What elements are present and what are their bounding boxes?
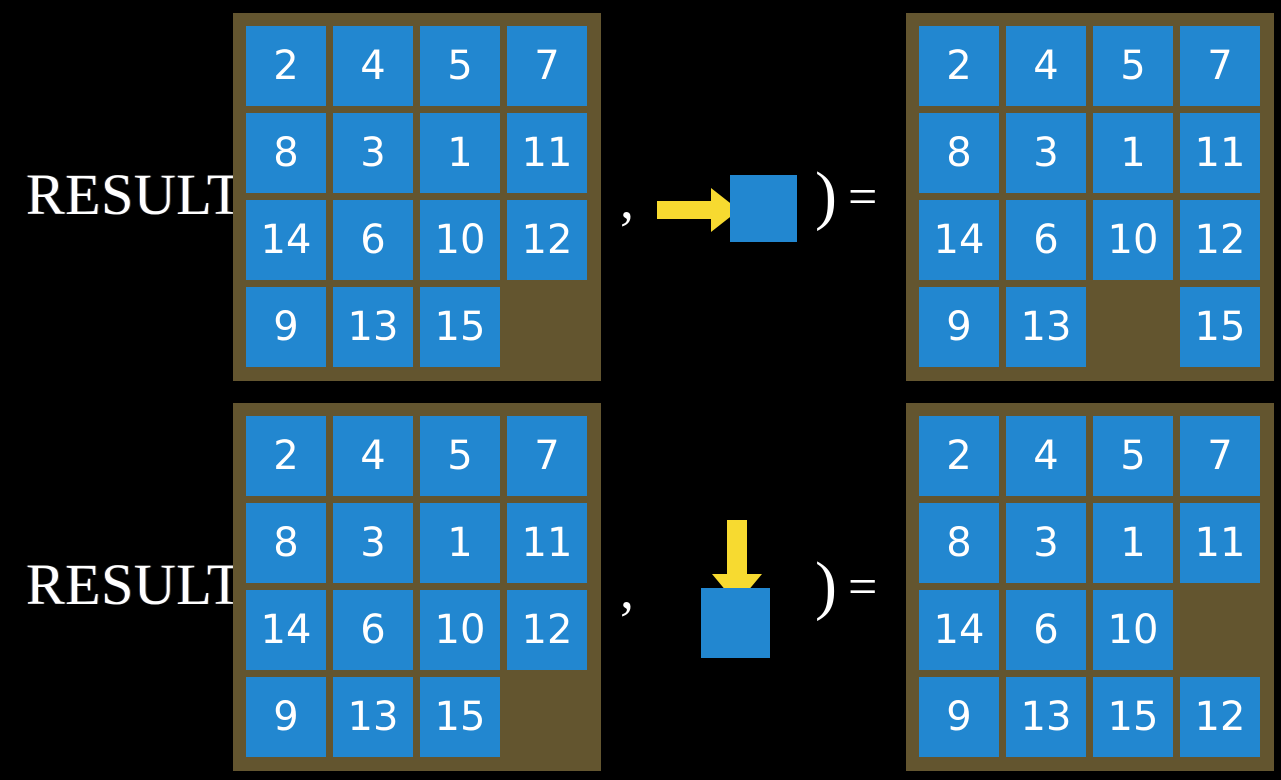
- equals-sign-top: =: [848, 169, 878, 226]
- tile[interactable]: 15: [420, 287, 500, 367]
- result-function-label-bottom: RESULT(: [26, 552, 263, 617]
- tile[interactable]: 10: [1093, 200, 1173, 280]
- tile[interactable]: 6: [1006, 200, 1086, 280]
- tile[interactable]: 10: [420, 200, 500, 280]
- tile[interactable]: 8: [246, 503, 326, 583]
- argument-separator-comma-top: ,: [620, 169, 634, 231]
- tile[interactable]: 14: [246, 200, 326, 280]
- close-paren-top: ): [815, 159, 837, 232]
- tile[interactable]: 4: [333, 416, 413, 496]
- tile[interactable]: 7: [1180, 416, 1260, 496]
- empty-slot[interactable]: [507, 287, 587, 367]
- tile[interactable]: 10: [1093, 590, 1173, 670]
- tile[interactable]: 8: [919, 503, 999, 583]
- input-board-bottom: 2 4 5 7 8 3 1 11 14 6 10 12 9 13 15: [233, 403, 601, 771]
- tile[interactable]: 6: [1006, 590, 1086, 670]
- tile[interactable]: 11: [1180, 113, 1260, 193]
- tile[interactable]: 12: [507, 200, 587, 280]
- tile[interactable]: 2: [246, 416, 326, 496]
- tile[interactable]: 13: [1006, 677, 1086, 757]
- tile[interactable]: 3: [333, 503, 413, 583]
- input-grid-top: 2 4 5 7 8 3 1 11 14 6 10 12 9 13 15: [246, 26, 588, 368]
- tile[interactable]: 11: [507, 113, 587, 193]
- tile[interactable]: 4: [1006, 26, 1086, 106]
- tile[interactable]: 8: [919, 113, 999, 193]
- arrow-down-icon: [712, 520, 762, 604]
- output-grid-top: 2 4 5 7 8 3 1 11 14 6 10 12 9 13 15: [919, 26, 1261, 368]
- tile[interactable]: 9: [919, 677, 999, 757]
- result-equation-row-top: RESULT( 2 4 5 7 8 3 1 11 14 6 10 12 9 13…: [26, 13, 1274, 381]
- tile[interactable]: 4: [333, 26, 413, 106]
- tile[interactable]: 15: [420, 677, 500, 757]
- tile[interactable]: 1: [420, 113, 500, 193]
- input-grid-bottom: 2 4 5 7 8 3 1 11 14 6 10 12 9 13 15: [246, 416, 588, 758]
- tile[interactable]: 5: [420, 26, 500, 106]
- empty-slot[interactable]: [1093, 287, 1173, 367]
- tile[interactable]: 13: [333, 677, 413, 757]
- tile[interactable]: 7: [507, 26, 587, 106]
- tile[interactable]: 12: [507, 590, 587, 670]
- tile[interactable]: 9: [246, 677, 326, 757]
- tile[interactable]: 5: [1093, 416, 1173, 496]
- tile[interactable]: 12: [1180, 200, 1260, 280]
- arrow-right-icon: [657, 188, 739, 232]
- tile[interactable]: 6: [333, 590, 413, 670]
- tile[interactable]: 14: [919, 200, 999, 280]
- tile[interactable]: 2: [919, 26, 999, 106]
- result-equation-row-bottom: RESULT( 2 4 5 7 8 3 1 11 14 6 10 12 9 13…: [0, 390, 1281, 780]
- tile[interactable]: 15: [1180, 287, 1260, 367]
- tile[interactable]: 13: [333, 287, 413, 367]
- output-board-bottom: 2 4 5 7 8 3 1 11 14 6 10 9 13 15 12: [906, 403, 1274, 771]
- tile[interactable]: 10: [420, 590, 500, 670]
- tile[interactable]: 5: [1093, 26, 1173, 106]
- tile[interactable]: 15: [1093, 677, 1173, 757]
- tile[interactable]: 14: [919, 590, 999, 670]
- empty-slot[interactable]: [1180, 590, 1260, 670]
- tile[interactable]: 3: [1006, 113, 1086, 193]
- output-board-top: 2 4 5 7 8 3 1 11 14 6 10 12 9 13 15: [906, 13, 1274, 381]
- tile[interactable]: 2: [919, 416, 999, 496]
- result-function-label-top: RESULT(: [26, 162, 263, 227]
- argument-separator-comma-bottom: ,: [620, 559, 634, 621]
- tile[interactable]: 1: [1093, 113, 1173, 193]
- tile[interactable]: 12: [1180, 677, 1260, 757]
- move-operand-tile-top[interactable]: [730, 175, 797, 242]
- tile[interactable]: 11: [507, 503, 587, 583]
- empty-slot[interactable]: [507, 677, 587, 757]
- tile[interactable]: 1: [420, 503, 500, 583]
- close-paren-bottom: ): [815, 549, 837, 622]
- tile[interactable]: 7: [1180, 26, 1260, 106]
- output-grid-bottom: 2 4 5 7 8 3 1 11 14 6 10 9 13 15 12: [919, 416, 1261, 758]
- tile[interactable]: 1: [1093, 503, 1173, 583]
- tile[interactable]: 8: [246, 113, 326, 193]
- tile[interactable]: 4: [1006, 416, 1086, 496]
- tile[interactable]: 3: [333, 113, 413, 193]
- tile[interactable]: 2: [246, 26, 326, 106]
- equals-sign-bottom: =: [848, 559, 878, 616]
- tile[interactable]: 6: [333, 200, 413, 280]
- tile[interactable]: 7: [507, 416, 587, 496]
- tile[interactable]: 14: [246, 590, 326, 670]
- tile[interactable]: 3: [1006, 503, 1086, 583]
- move-operand-tile-bottom[interactable]: [701, 588, 770, 658]
- tile[interactable]: 13: [1006, 287, 1086, 367]
- tile[interactable]: 9: [919, 287, 999, 367]
- tile[interactable]: 9: [246, 287, 326, 367]
- tile[interactable]: 11: [1180, 503, 1260, 583]
- input-board-top: 2 4 5 7 8 3 1 11 14 6 10 12 9 13 15: [233, 13, 601, 381]
- tile[interactable]: 5: [420, 416, 500, 496]
